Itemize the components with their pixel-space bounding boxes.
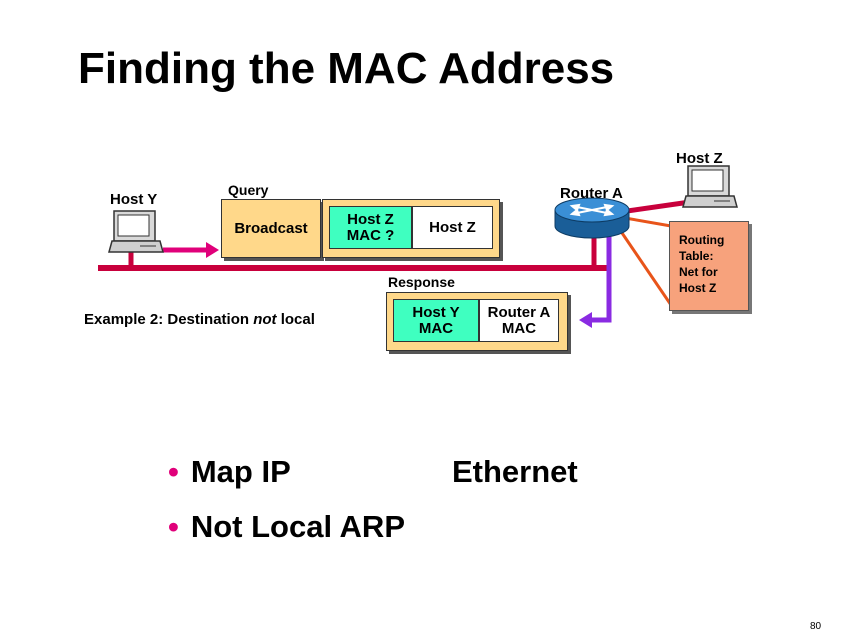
page-number: 80	[810, 621, 822, 632]
host-z-label: Host Z	[676, 150, 723, 167]
routing-line: Net for	[679, 265, 718, 279]
bullet-dot: •	[168, 454, 179, 489]
response-host-y-line1: Host Y	[412, 303, 460, 321]
bullet-not-local-arp: Not Local ARP	[190, 509, 405, 544]
bullet-dot: •	[168, 509, 179, 544]
response-label: Response	[388, 274, 455, 290]
response-arrow	[579, 236, 612, 328]
routing-line: Routing	[679, 233, 725, 247]
bullet-map-ip: Map IP	[190, 454, 291, 489]
example-prefix: Example 2: Destination	[84, 311, 254, 328]
query-arrow	[163, 242, 219, 258]
page-title: Finding the MAC Address	[78, 44, 615, 93]
router-table-link-1	[624, 216, 672, 228]
response-router-line2: MAC	[501, 319, 537, 337]
host-z-computer-icon	[682, 165, 738, 208]
router-icon	[554, 197, 630, 239]
broadcast-text: Broadcast	[234, 219, 308, 237]
response-router-line1: Router A	[487, 303, 551, 321]
routing-line: Table:	[679, 249, 714, 263]
query-label: Query	[228, 182, 269, 198]
example-emphasis: not	[253, 311, 277, 328]
query-target-cell: Host Z	[412, 206, 493, 249]
bullet-ethernet: Ethernet	[452, 454, 578, 489]
router-table-link-2	[618, 229, 673, 306]
query-dest-line2: MAC ?	[346, 226, 395, 244]
routing-line: Host Z	[679, 281, 717, 295]
routing-table-note: Routing Table: Net for Host Z	[669, 221, 749, 311]
response-host-y-line2: MAC	[418, 319, 454, 337]
query-dest-line1: Host Z	[347, 210, 394, 228]
example-suffix: local	[276, 311, 315, 328]
broadcast-frame: Broadcast	[221, 199, 321, 258]
host-y-label: Host Y	[110, 191, 158, 208]
router-a-label: Router A	[560, 185, 623, 202]
host-y-computer-icon	[108, 210, 164, 253]
bullet-item: • Map IP	[168, 454, 291, 490]
bullet-item: • Not Local ARP	[168, 509, 405, 545]
example-caption: Example 2: Destination not local	[84, 311, 315, 328]
router-hostz-link	[619, 199, 691, 215]
